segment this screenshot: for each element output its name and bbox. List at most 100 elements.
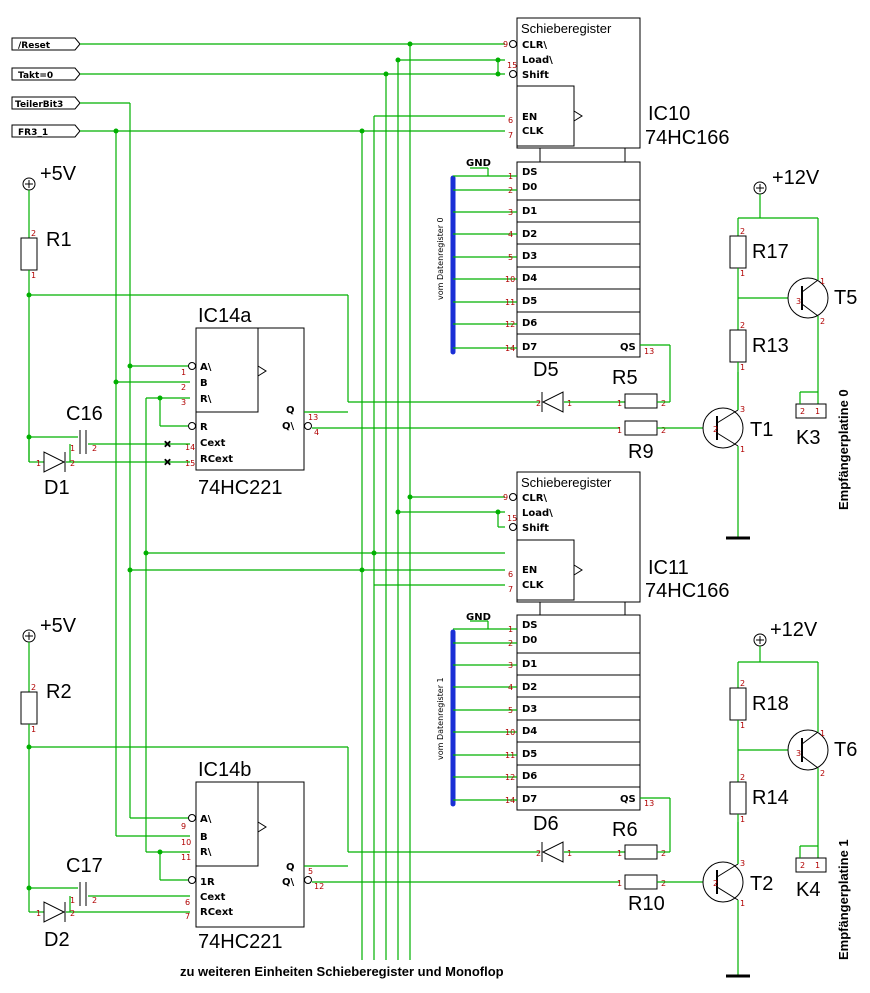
svg-text:1R: 1R — [200, 877, 215, 888]
svg-text:Cext: Cext — [200, 438, 226, 449]
t5-label: T5 — [834, 287, 857, 309]
svg-text:3: 3 — [796, 297, 801, 306]
r1-label: R1 — [46, 229, 72, 251]
svg-text:1: 1 — [508, 172, 513, 181]
output-stage-0: D5 2 1 R5 1 2 R9 1 2 T1 3 2 1 +12V — [533, 167, 857, 540]
svg-text:CLR\: CLR\ — [522, 40, 547, 51]
svg-text:1: 1 — [820, 729, 825, 738]
svg-text:11: 11 — [505, 751, 515, 760]
svg-text:2: 2 — [536, 399, 541, 408]
svg-text:15: 15 — [507, 514, 517, 523]
svg-text:+12V: +12V — [770, 619, 818, 641]
d2-label: D2 — [44, 929, 70, 951]
svg-text:2: 2 — [713, 879, 718, 888]
svg-text:GND: GND — [466, 158, 491, 169]
ic11-bus-label: vom Datenregister 1 — [436, 677, 445, 760]
output-stage-1: D6 2 1 R6 1 2 R10 1 2 T2 3 2 1 +12V R18 — [533, 619, 857, 978]
svg-text:1: 1 — [740, 721, 745, 730]
svg-text:EN: EN — [522, 112, 537, 123]
svg-text:1: 1 — [617, 879, 622, 888]
svg-text:D0: D0 — [522, 635, 537, 646]
input-takt-flag: Takt=0 — [11, 67, 81, 81]
svg-text:2: 2 — [92, 444, 97, 453]
ic10-name: IC10 — [648, 103, 690, 125]
svg-text:10: 10 — [505, 728, 515, 737]
k4-label: K4 — [796, 879, 820, 901]
svg-text:12: 12 — [505, 773, 515, 782]
svg-text:1: 1 — [740, 445, 745, 454]
svg-text:2: 2 — [70, 909, 75, 918]
svg-text:Shift: Shift — [522, 70, 549, 81]
svg-text:14: 14 — [505, 796, 515, 805]
svg-text:2: 2 — [740, 773, 745, 782]
svg-text:2: 2 — [820, 317, 825, 326]
svg-text:5: 5 — [508, 253, 513, 262]
svg-text:14: 14 — [185, 443, 195, 452]
svg-text:2: 2 — [70, 459, 75, 468]
svg-text:A\: A\ — [200, 814, 212, 825]
ic14b: IC14b A\ B R\ 1R Cext RCext Q Q\ 9 10 11… — [159, 759, 620, 953]
r17-label: R17 — [752, 241, 789, 263]
svg-text:7: 7 — [185, 912, 190, 921]
svg-text:Cext: Cext — [200, 892, 226, 903]
input-teiler-label: TeilerBit3 — [15, 100, 63, 110]
svg-text:R: R — [200, 422, 208, 433]
svg-text:Shift: Shift — [522, 523, 549, 534]
svg-text:D7: D7 — [522, 342, 537, 353]
t2-label: T2 — [750, 873, 773, 895]
svg-text:2: 2 — [661, 399, 666, 408]
svg-text:2: 2 — [508, 186, 513, 195]
svg-text:3: 3 — [508, 208, 513, 217]
svg-text:12: 12 — [505, 320, 515, 329]
svg-text:R\: R\ — [200, 847, 212, 858]
svg-text:1: 1 — [815, 861, 820, 870]
ic10-title: Schieberegister — [521, 21, 612, 36]
svg-text:1: 1 — [740, 363, 745, 372]
ic14a: IC14a A\ B R\ R Cext RCext Q Q\ 1 2 3 13… — [159, 305, 620, 499]
d5-label: D5 — [533, 359, 559, 381]
svg-text:2: 2 — [31, 229, 36, 238]
input-teiler-flag: TeilerBit3 — [11, 96, 81, 110]
svg-text:2: 2 — [508, 639, 513, 648]
svg-text:2: 2 — [181, 383, 186, 392]
svg-text:Q: Q — [286, 862, 295, 873]
svg-text:7: 7 — [508, 131, 513, 140]
svg-text:4: 4 — [314, 428, 319, 437]
svg-text:2: 2 — [820, 769, 825, 778]
svg-text:2: 2 — [740, 227, 745, 236]
d6-label: D6 — [533, 813, 559, 835]
svg-text:RCext: RCext — [200, 907, 233, 918]
svg-text:D3: D3 — [522, 251, 537, 262]
svg-text:QS: QS — [620, 342, 636, 353]
svg-text:1: 1 — [617, 849, 622, 858]
svg-text:4: 4 — [508, 683, 513, 692]
svg-text:D1: D1 — [522, 206, 537, 217]
ic11-name: IC11 — [648, 557, 689, 579]
ic11: Schieberegister CLR\ Load\ Shift EN CLK … — [436, 471, 730, 811]
svg-text:D4: D4 — [522, 726, 537, 737]
svg-text:3: 3 — [508, 661, 513, 670]
svg-text:Q\: Q\ — [282, 421, 295, 432]
svg-text:11: 11 — [181, 853, 191, 862]
d1-label: D1 — [44, 477, 70, 499]
svg-text:3: 3 — [740, 405, 745, 414]
ic14b-type: 74HC221 — [198, 931, 283, 953]
svg-text:12: 12 — [314, 882, 324, 891]
r10-label: R10 — [628, 893, 665, 915]
svg-text:4: 4 — [508, 230, 513, 239]
svg-text:Q: Q — [286, 405, 295, 416]
svg-text:QS: QS — [620, 794, 636, 805]
svg-text:2: 2 — [661, 879, 666, 888]
svg-text:D6: D6 — [522, 771, 537, 782]
svg-text:5: 5 — [308, 867, 313, 876]
svg-text:2: 2 — [536, 849, 541, 858]
svg-text:13: 13 — [308, 413, 318, 422]
input-reset-label: /Reset — [18, 41, 51, 51]
svg-text:6: 6 — [185, 898, 190, 907]
svg-text:DS: DS — [522, 620, 538, 631]
svg-text:5: 5 — [508, 706, 513, 715]
svg-text:2: 2 — [800, 861, 805, 870]
input-fr3-label: FR3_1 — [18, 128, 48, 138]
svg-text:6: 6 — [508, 570, 513, 579]
ic10-type: 74HC166 — [645, 127, 730, 149]
